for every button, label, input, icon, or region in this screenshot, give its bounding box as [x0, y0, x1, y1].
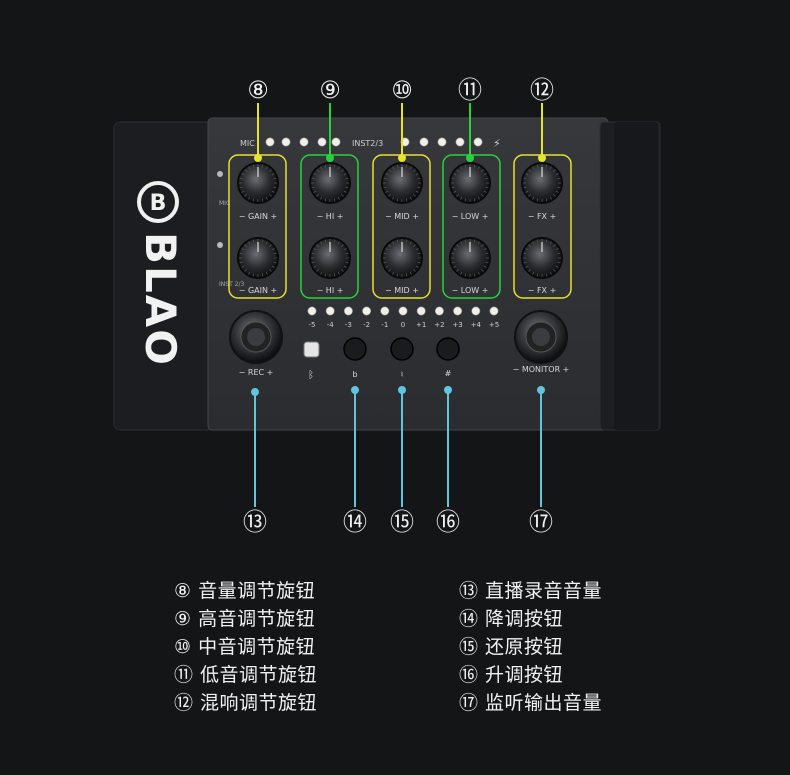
brand-logo: B [137, 181, 179, 223]
mid-knob-2[interactable] [381, 237, 423, 279]
side-label-inst: INST 2/3 [219, 281, 244, 288]
low-knob-2[interactable] [449, 237, 491, 279]
bluetooth-icon: ᛒ [308, 370, 314, 381]
mid-knob-1[interactable] [381, 162, 423, 204]
pitch-tick-label: -5 [309, 321, 316, 329]
pitch-led [471, 306, 481, 316]
callout-16: ⑯ [436, 508, 460, 536]
callout-11: ⑪ [458, 76, 482, 104]
sharp-button[interactable] [436, 337, 460, 361]
callout-14: ⑭ [343, 508, 367, 536]
pitch-led [489, 306, 499, 316]
monitor-knob-label: − MONITOR + [513, 365, 570, 374]
pitch-led-row: -5 -4 -3 -2 -1 0 +1 +2 +3 +4 +5 [307, 306, 499, 329]
natural-button-label: ♮ [401, 370, 404, 379]
gain-knob-1[interactable] [237, 162, 279, 204]
top-led [473, 137, 483, 147]
gain-knob-label-1: − GAIN + [239, 212, 278, 221]
pitch-led [380, 306, 390, 316]
pitch-led [325, 306, 335, 316]
pitch-led [453, 306, 463, 316]
fx-knob-1[interactable] [521, 162, 563, 204]
fx-knob-label-2: − FX + [528, 286, 557, 295]
inst-led-label: INST2/3 [352, 139, 383, 148]
top-callout-leaders [254, 103, 546, 162]
top-led [265, 137, 275, 147]
pitch-tick-label: -1 [381, 321, 388, 329]
pitch-tick-label: +2 [434, 321, 444, 329]
rec-knob[interactable] [229, 310, 283, 364]
fx-knob-label-1: − FX + [528, 212, 557, 221]
pitch-led [416, 306, 426, 316]
callout-8: ⑧ [247, 76, 269, 104]
top-led [299, 137, 309, 147]
flat-button-label: b [352, 370, 357, 379]
callout-15: ⑮ [390, 508, 414, 536]
top-led-row [265, 137, 483, 147]
top-led [437, 137, 447, 147]
pitch-tick-label: -3 [345, 321, 352, 329]
gain-knob-2[interactable] [237, 237, 279, 279]
pitch-led [362, 306, 372, 316]
sharp-button-label: # [445, 369, 452, 378]
power-icon: ⚡ [493, 137, 501, 150]
top-led [331, 137, 341, 147]
callout-13: ⑬ [243, 508, 267, 536]
top-led [455, 137, 465, 147]
pitch-led [398, 306, 408, 316]
pitch-tick-label: +3 [452, 321, 462, 329]
mid-knob-label-2: − MID + [385, 286, 419, 295]
gain-knob-label-2: − GAIN + [239, 286, 278, 295]
svg-text:B: B [150, 191, 167, 216]
mic-led-label: MIC [240, 139, 255, 148]
top-led [419, 137, 429, 147]
hi-knob-label-2: − HI + [317, 286, 344, 295]
low-knob-1[interactable] [449, 162, 491, 204]
bottom-callout-leaders [251, 386, 545, 507]
callout-12: ⑫ [530, 76, 554, 104]
brand-name: BLAO [136, 232, 185, 367]
top-led [281, 137, 291, 147]
right-bracket [614, 122, 658, 430]
flat-button[interactable] [343, 337, 367, 361]
side-label-mic: MIC [219, 200, 230, 207]
low-knob-label-1: − LOW + [452, 212, 489, 221]
hi-knob-label-1: − HI + [317, 212, 344, 221]
top-led [317, 137, 327, 147]
pitch-tick-label: +4 [471, 321, 482, 329]
natural-button[interactable] [390, 337, 414, 361]
pitch-tick-label: 0 [401, 321, 405, 329]
monitor-knob[interactable] [514, 310, 568, 364]
low-knob-label-2: − LOW + [452, 286, 489, 295]
callout-9: ⑨ [319, 76, 341, 104]
hi-knob-1[interactable] [309, 162, 351, 204]
mid-knob-label-1: − MID + [385, 212, 419, 221]
callout-10: ⑩ [391, 76, 413, 104]
jack-inst [217, 242, 223, 248]
pitch-tick-label: -2 [363, 321, 370, 329]
pitch-tick-label: -4 [327, 321, 335, 329]
hi-knob-2[interactable] [309, 237, 351, 279]
bluetooth-button[interactable] [303, 341, 320, 358]
fx-knob-2[interactable] [521, 237, 563, 279]
pitch-led [434, 306, 444, 316]
callout-17: ⑰ [529, 508, 553, 536]
jack-mic [217, 171, 223, 177]
rec-knob-label: − REC + [239, 368, 274, 377]
pitch-tick-label: +5 [489, 321, 499, 329]
pitch-led [307, 306, 317, 316]
pitch-tick-label: +1 [416, 321, 426, 329]
pitch-led [343, 306, 353, 316]
